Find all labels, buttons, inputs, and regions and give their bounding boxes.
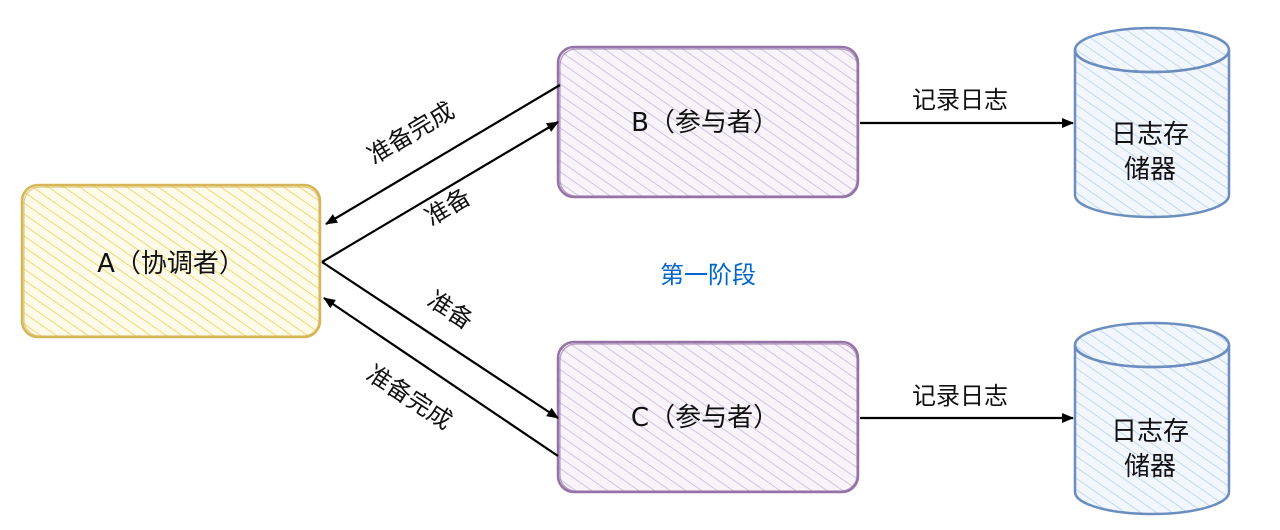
arrow-a-to-c	[321, 261, 559, 419]
participant-b-label: B（参与者）	[631, 108, 779, 138]
arrow-b-to-a	[325, 84, 561, 225]
edge-label-a-to-c: 准备	[423, 285, 479, 335]
edge-label-b-to-a: 准备完成	[363, 96, 460, 169]
arrow-a-to-b	[321, 121, 559, 263]
edge-label-c-to-a: 准备完成	[361, 359, 457, 435]
edge-label-b-to-storage: 记录日志	[912, 86, 1008, 114]
storage-b-label-line1: 日志存	[1111, 120, 1189, 150]
coordinator-label: A（协调者）	[97, 249, 245, 279]
storage-b-label-line2: 储器	[1124, 155, 1176, 185]
coordinator-node[interactable]: A（协调者）	[20, 183, 322, 339]
participant-c-node[interactable]: C（参与者）	[556, 340, 860, 494]
edge-label-a-to-b: 准备	[420, 183, 476, 232]
participant-b-node[interactable]: B（参与者）	[556, 45, 860, 199]
phase-title: 第一阶段	[660, 261, 756, 289]
arrow-c-to-a	[323, 297, 559, 457]
storage-c-node[interactable]: 日志存 储器	[1073, 321, 1231, 516]
storage-c-label-line2: 储器	[1124, 452, 1176, 482]
participant-c-label: C（参与者）	[631, 403, 779, 433]
storage-b-node[interactable]: 日志存 储器	[1073, 26, 1231, 219]
edge-label-c-to-storage: 记录日志	[912, 382, 1008, 410]
storage-c-label-line1: 日志存	[1111, 417, 1189, 447]
